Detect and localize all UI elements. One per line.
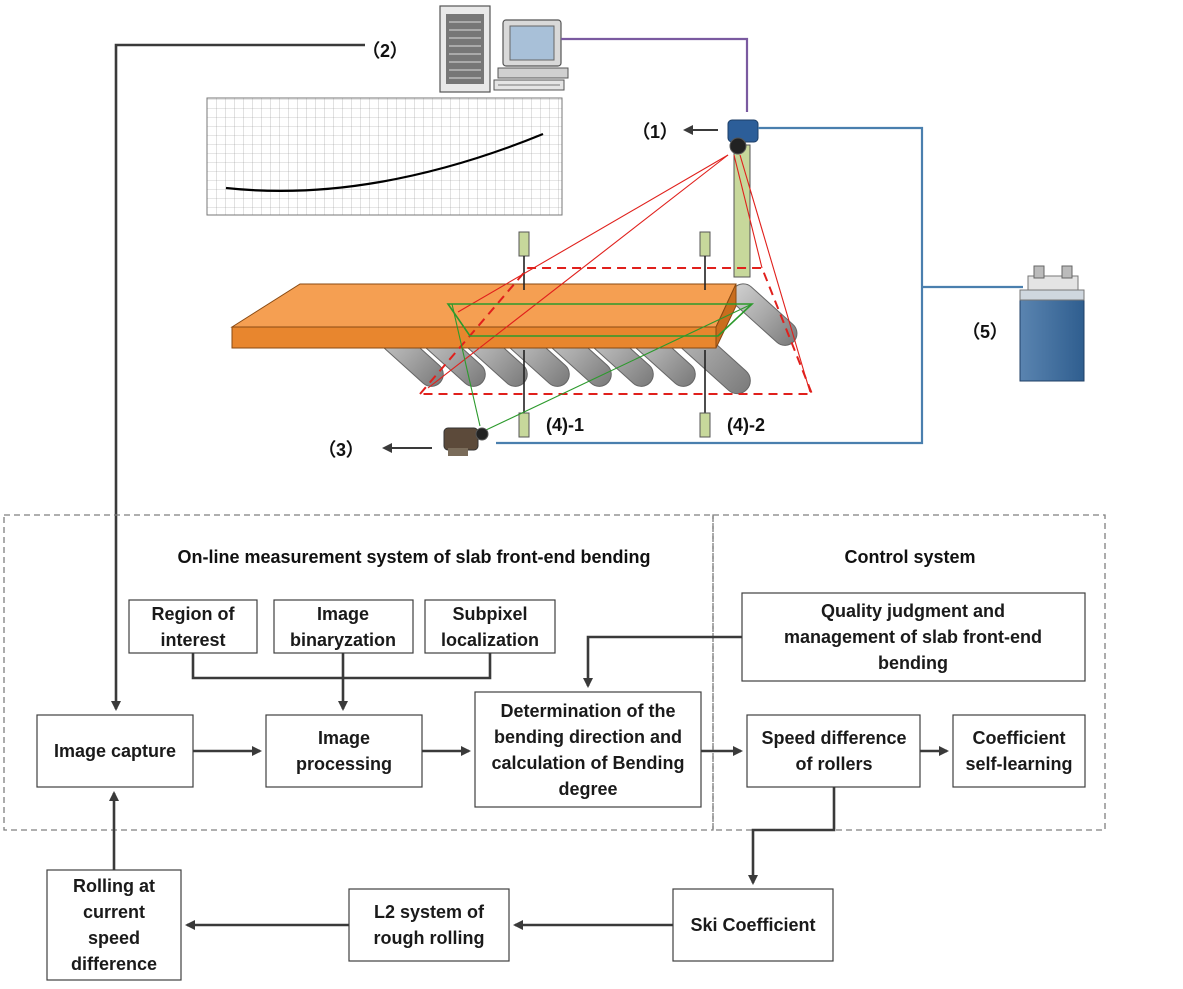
box-text-line: self-learning: [965, 754, 1072, 774]
image-processing-box: Image processing: [265, 714, 423, 788]
svg-text:Ski Coefficient: Ski Coefficient: [690, 915, 815, 935]
quality-judgment-box: Quality judgment and management of slab f…: [741, 592, 1086, 682]
box-text-line: speed: [88, 928, 140, 948]
box-text-line: rough rolling: [374, 928, 485, 948]
arrow-quality-to-determination: [583, 635, 742, 688]
box-text-line: L2 system of: [374, 902, 485, 922]
camera-1-icon: [727, 119, 759, 278]
link-2-to-capture: [111, 43, 365, 711]
image-binaryzation-box: Image binaryzation: [273, 599, 414, 654]
box-text-line: Determination of the: [500, 701, 675, 721]
box-text-line: Coefficient: [972, 728, 1065, 748]
label-4-1: (4)-1: [546, 415, 584, 435]
control-system-title: Control system: [844, 547, 975, 567]
box-text-line: Image: [318, 728, 370, 748]
box-text-line: localization: [441, 630, 539, 650]
box-text-line: interest: [160, 630, 225, 650]
control-system-boundary: [712, 514, 1106, 831]
arrow-speed-to-ski: [748, 787, 836, 885]
l2-system-box: L2 system of rough rolling: [348, 888, 510, 962]
box-text-line: binaryzation: [290, 630, 396, 650]
label-5: （5）: [962, 322, 1008, 342]
label-4-2: (4)-2: [727, 415, 765, 435]
computer-monitor-icon: [493, 19, 569, 91]
measurement-system-boundary: [3, 514, 714, 831]
box-text-line: Speed difference: [761, 728, 906, 748]
camera-1-field-of-view: [417, 154, 814, 395]
label-3: （3）: [318, 440, 364, 460]
server-icon: [439, 5, 491, 93]
region-of-interest-box: Region of interest: [128, 599, 258, 654]
box-text-line: Rolling at: [73, 876, 155, 896]
box-text-line: calculation of Bending: [491, 753, 684, 773]
box-text-line: Image capture: [54, 741, 176, 761]
link-camera1-cabinet: [496, 126, 924, 445]
box-text-line: Region of: [152, 604, 236, 624]
label-2: （2）: [362, 41, 408, 61]
label-1: （1）: [632, 122, 678, 142]
box-text-line: processing: [296, 754, 392, 774]
sensor-4-2-icon: [699, 231, 711, 438]
box-text-line: Subpixel: [452, 604, 527, 624]
box-text-line: management of slab front-end: [784, 627, 1042, 647]
control-cabinet-icon: [1019, 265, 1085, 382]
sensor-4-1-icon: [518, 231, 530, 438]
box-text-line: bending: [878, 653, 948, 673]
camera-3-icon: [443, 427, 489, 456]
box-text-line: current: [83, 902, 145, 922]
link-computer-camera: [561, 37, 749, 112]
bending-curve-grid: [206, 97, 563, 216]
image-capture-box: Image capture: [36, 714, 194, 788]
box-text-line: Image: [317, 604, 369, 624]
box-text-line: degree: [558, 779, 617, 799]
subpixel-localization-box: Subpixel localization: [424, 599, 556, 654]
coefficient-self-learning-box: Coefficient self-learning: [952, 714, 1086, 788]
box-text-line: bending direction and: [494, 727, 682, 747]
ski-coefficient-box: Ski Coefficient: [672, 888, 834, 962]
slab: [230, 283, 737, 349]
box-text-line: of rollers: [795, 754, 872, 774]
svg-text:Image capture: Image capture: [54, 741, 176, 761]
rolling-current-speed-box: Rolling at current speed difference: [46, 869, 182, 981]
box-text-line: Quality judgment and: [821, 601, 1005, 621]
box-text-line: Ski Coefficient: [690, 915, 815, 935]
speed-difference-box: Speed difference of rollers: [746, 714, 921, 788]
camera-3-field-of-view: [446, 303, 755, 431]
box-text-line: difference: [71, 954, 157, 974]
measurement-system-title: On-line measurement system of slab front…: [177, 547, 650, 567]
determination-box: Determination of the bending direction an…: [474, 691, 702, 808]
arrow-top-boxes-merge: [191, 653, 492, 709]
